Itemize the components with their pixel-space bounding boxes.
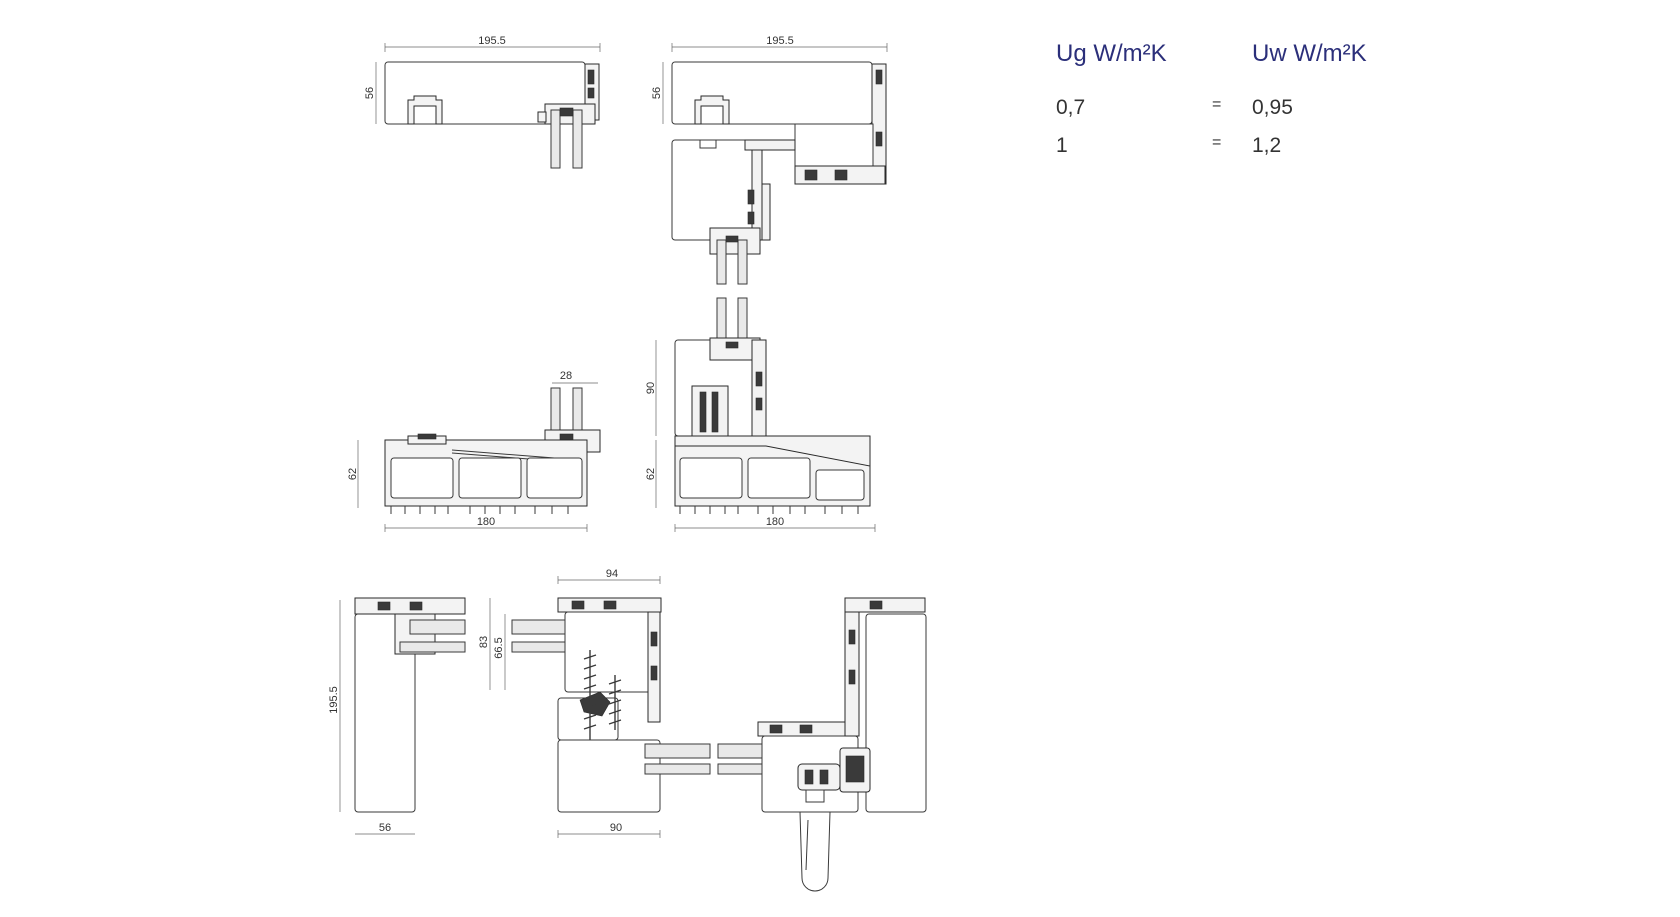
section-sill-left: 28 62 180	[347, 370, 601, 532]
dim-plan-left-height: 195.5	[328, 686, 340, 714]
dim-plan-mid-top: 94	[606, 568, 618, 580]
header-uw: Uw W/m²K	[1252, 40, 1367, 67]
dim-plan-mid-width: 90	[610, 822, 622, 834]
dim-sill-left-height: 62	[347, 468, 359, 480]
section-head-left: 195.5 56	[364, 35, 601, 169]
dim-sill-left-width: 180	[477, 516, 495, 528]
row-2-eq: =	[1212, 134, 1222, 151]
row-2-uw: 1,2	[1252, 134, 1282, 157]
dim-top-left-width: 195.5	[478, 35, 506, 47]
row-1-uw: 0,95	[1252, 96, 1293, 119]
section-sill-right: 90 62 180	[645, 297, 876, 532]
dim-sill-glass: 28	[560, 370, 572, 382]
dim-plan-left-width: 56	[379, 822, 391, 834]
dim-plan-mid-b: 66.5	[493, 637, 505, 658]
row-1-ug: 0,7	[1056, 96, 1086, 119]
dim-sill-right-height: 62	[645, 468, 657, 480]
section-head-right: 195.5 56	[651, 35, 888, 285]
dim-top-right-width: 195.5	[766, 35, 794, 47]
dim-sill-right-upper-height: 90	[645, 382, 657, 394]
section-plan: 195.5 56 94 83 66.5 90	[328, 568, 927, 892]
row-1-eq: =	[1212, 96, 1222, 113]
dim-top-right-height: 56	[651, 87, 663, 99]
dim-plan-mid-a: 83	[478, 636, 490, 648]
header-ug: Ug W/m²K	[1056, 40, 1167, 67]
dim-sill-right-width: 180	[766, 516, 784, 528]
dim-top-left-height: 56	[364, 87, 376, 99]
row-2-ug: 1	[1056, 134, 1068, 157]
